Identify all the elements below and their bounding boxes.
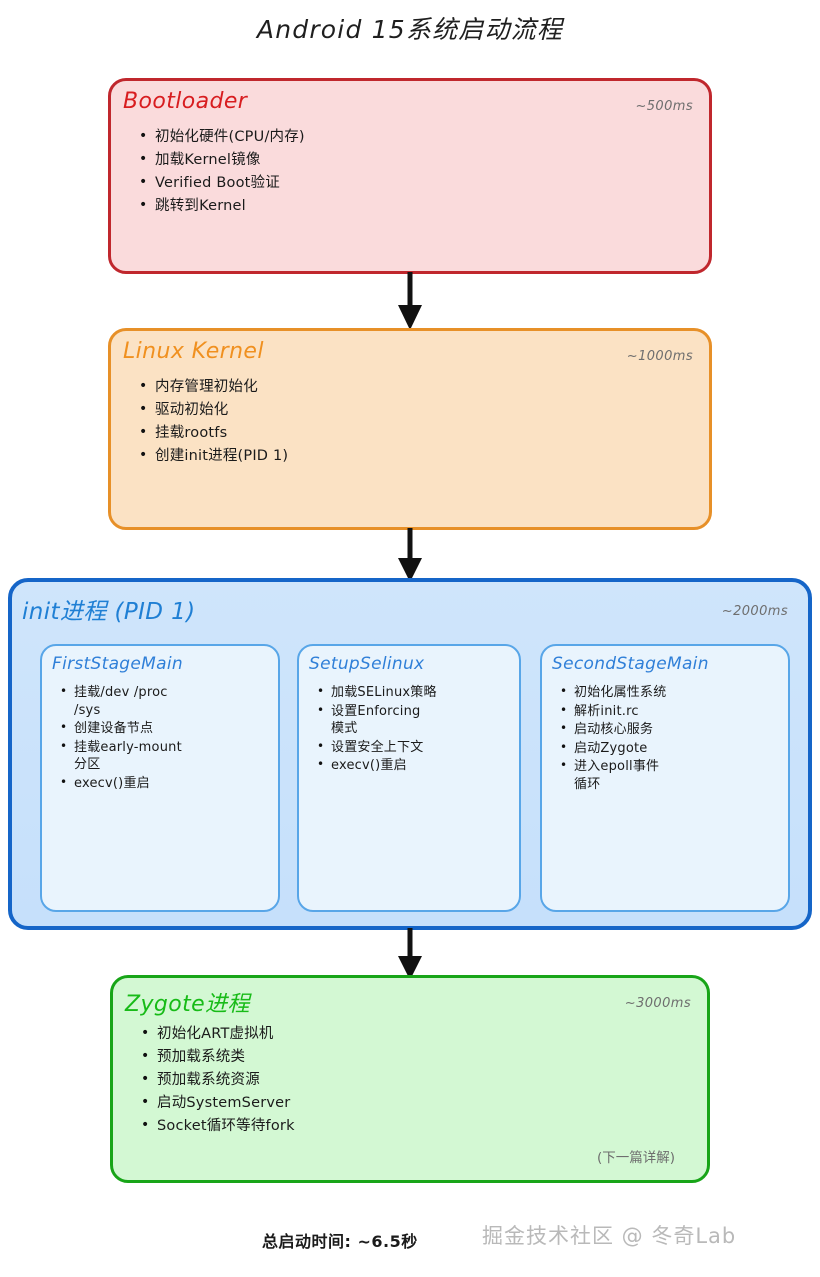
list-item: 加载SELinux策略 bbox=[317, 683, 437, 702]
stage-title-zygote: Zygote进程 bbox=[125, 992, 250, 1017]
list-item: 进入epoll事件 循环 bbox=[560, 757, 666, 793]
stage-box-kernel: Linux Kernel ~1000ms 内存管理初始化 驱动初始化 挂载roo… bbox=[108, 328, 712, 530]
substage-box-setupselinux: SetupSelinux 加载SELinux策略 设置Enforcing 模式 … bbox=[297, 644, 521, 912]
substage-title-firststagemain: FirstStageMain bbox=[52, 654, 183, 674]
stage-bullets-kernel: 内存管理初始化 驱动初始化 挂载rootfs 创建init进程(PID 1) bbox=[133, 376, 288, 469]
stage-title-init: init进程 (PID 1) bbox=[22, 599, 196, 625]
page-title: Android 15系统启动流程 bbox=[256, 15, 564, 44]
substage-bullets-firststagemain: 挂载/dev /proc /sys 创建设备节点 挂载early-mount 分… bbox=[56, 683, 182, 793]
list-item: 创建init进程(PID 1) bbox=[139, 445, 288, 467]
list-item: 启动Zygote bbox=[560, 739, 666, 758]
list-item: 启动核心服务 bbox=[560, 720, 666, 739]
list-item: 启动SystemServer bbox=[141, 1092, 295, 1114]
watermark: 掘金技术社区 @ 冬奇Lab bbox=[482, 1224, 737, 1248]
stage-box-bootloader: Bootloader ~500ms 初始化硬件(CPU/内存) 加载Kernel… bbox=[108, 78, 712, 274]
list-item: 设置安全上下文 bbox=[317, 738, 437, 757]
list-item: 预加载系统类 bbox=[141, 1046, 295, 1068]
list-item: 挂载/dev /proc /sys bbox=[60, 683, 182, 719]
stage-timing-kernel: ~1000ms bbox=[626, 349, 693, 364]
stage-timing-bootloader: ~500ms bbox=[635, 99, 693, 114]
list-item: execv()重启 bbox=[60, 774, 182, 793]
list-item: Verified Boot验证 bbox=[139, 172, 305, 194]
total-boot-time-label: 总启动时间: ~6.5秒 bbox=[262, 1232, 418, 1251]
substage-box-firststagemain: FirstStageMain 挂载/dev /proc /sys 创建设备节点 … bbox=[40, 644, 280, 912]
arrow-init-to-zygote bbox=[398, 928, 422, 980]
substage-title-secondstagemain: SecondStageMain bbox=[552, 654, 709, 674]
list-item: 挂载rootfs bbox=[139, 422, 288, 444]
stage-bullets-bootloader: 初始化硬件(CPU/内存) 加载Kernel镜像 Verified Boot验证… bbox=[133, 126, 305, 219]
arrow-kernel-to-init bbox=[398, 528, 422, 582]
list-item: 驱动初始化 bbox=[139, 399, 288, 421]
list-item: execv()重启 bbox=[317, 756, 437, 775]
stage-timing-init: ~2000ms bbox=[721, 604, 788, 619]
stage-title-bootloader: Bootloader bbox=[123, 89, 248, 114]
substage-bullets-setupselinux: 加载SELinux策略 设置Enforcing 模式 设置安全上下文 execv… bbox=[313, 683, 437, 776]
list-item: 初始化硬件(CPU/内存) bbox=[139, 126, 305, 148]
list-item: 设置Enforcing 模式 bbox=[317, 702, 437, 738]
list-item: Socket循环等待fork bbox=[141, 1115, 295, 1137]
substage-bullets-secondstagemain: 初始化属性系统 解析init.rc 启动核心服务 启动Zygote 进入epol… bbox=[556, 683, 666, 794]
substage-box-secondstagemain: SecondStageMain 初始化属性系统 解析init.rc 启动核心服务… bbox=[540, 644, 790, 912]
list-item: 解析init.rc bbox=[560, 702, 666, 721]
list-item: 挂载early-mount 分区 bbox=[60, 738, 182, 774]
list-item: 预加载系统资源 bbox=[141, 1069, 295, 1091]
substage-title-setupselinux: SetupSelinux bbox=[309, 654, 425, 674]
list-item: 创建设备节点 bbox=[60, 719, 182, 738]
stage-note-zygote: (下一篇详解) bbox=[596, 1150, 675, 1166]
list-item: 初始化ART虚拟机 bbox=[141, 1023, 295, 1045]
stage-bullets-zygote: 初始化ART虚拟机 预加载系统类 预加载系统资源 启动SystemServer … bbox=[135, 1023, 295, 1139]
stage-box-init: init进程 (PID 1) ~2000ms FirstStageMain 挂载… bbox=[8, 578, 812, 930]
list-item: 跳转到Kernel bbox=[139, 195, 305, 217]
stage-box-zygote: Zygote进程 ~3000ms 初始化ART虚拟机 预加载系统类 预加载系统资… bbox=[110, 975, 710, 1183]
list-item: 初始化属性系统 bbox=[560, 683, 666, 702]
list-item: 内存管理初始化 bbox=[139, 376, 288, 398]
arrow-bootloader-to-kernel bbox=[398, 272, 422, 330]
stage-title-kernel: Linux Kernel bbox=[123, 339, 264, 364]
list-item: 加载Kernel镜像 bbox=[139, 149, 305, 171]
stage-timing-zygote: ~3000ms bbox=[624, 996, 691, 1011]
